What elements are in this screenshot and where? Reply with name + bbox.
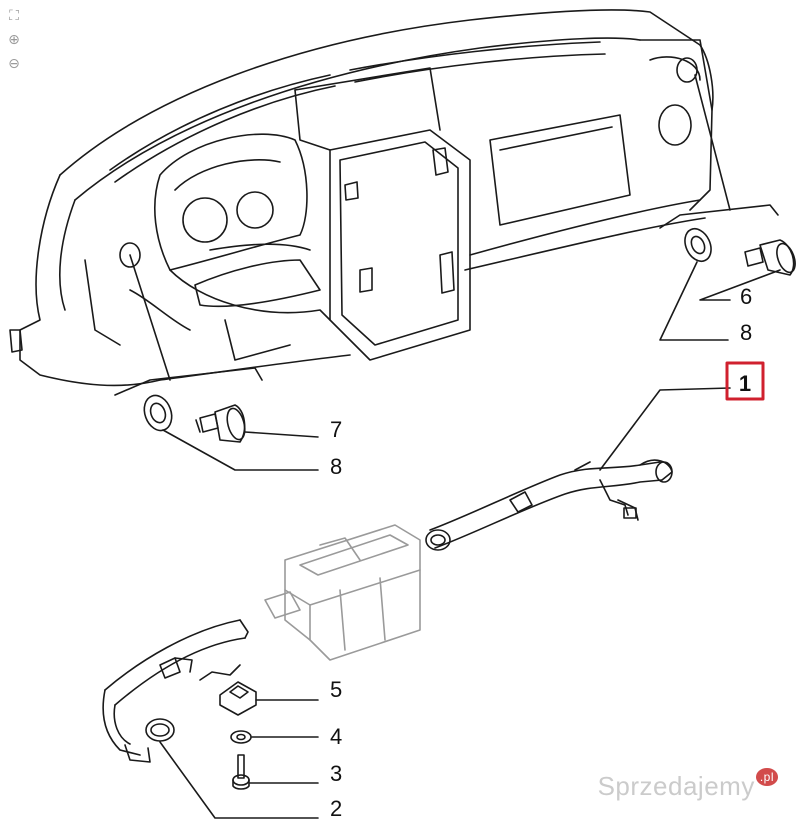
- screw-left: [195, 404, 246, 443]
- fit-to-screen-icon[interactable]: ⛶: [9, 8, 19, 24]
- callout-lines-left: [162, 429, 319, 471]
- screw-right: [744, 239, 796, 276]
- callout-part-3: 3: [330, 761, 342, 786]
- part-1-highlight-box: [725, 361, 765, 401]
- heater-box: [264, 524, 421, 661]
- air-duct-part-2: [102, 619, 249, 763]
- callout-part-1: 1: [739, 371, 751, 396]
- watermark: Sprzedajemy.pl: [597, 768, 778, 802]
- watermark-text: Sprzedajemy: [597, 771, 755, 801]
- callout-lines-lower: [159, 699, 319, 819]
- callout-part-8-upper: 8: [740, 320, 752, 345]
- leader-lines-upper: [114, 74, 779, 396]
- callout-lines-right: [659, 261, 781, 341]
- viewer-toolbar: ⛶ ⊕ ⊖: [4, 6, 26, 78]
- zoom-out-icon[interactable]: ⊖: [8, 56, 20, 72]
- clip-nut-part-5: [219, 681, 257, 716]
- clip-nut-left: [143, 394, 173, 432]
- zoom-in-icon[interactable]: ⊕: [8, 32, 20, 48]
- callout-part-4: 4: [330, 724, 342, 749]
- callout-part-6: 6: [740, 284, 752, 309]
- clip-nut-right: [684, 227, 712, 263]
- callout-part-2: 2: [330, 796, 342, 820]
- washer-part-4: [230, 730, 252, 744]
- callout-line-part-1: [599, 387, 731, 471]
- air-duct-part-1: [425, 459, 673, 551]
- watermark-suffix: .pl: [755, 768, 778, 786]
- dashboard-outline: [9, 9, 714, 387]
- callout-part-7: 7: [330, 417, 342, 442]
- bolt-part-3: [232, 754, 250, 790]
- callout-part-8-lower: 8: [330, 454, 342, 479]
- callout-part-5: 5: [330, 677, 342, 702]
